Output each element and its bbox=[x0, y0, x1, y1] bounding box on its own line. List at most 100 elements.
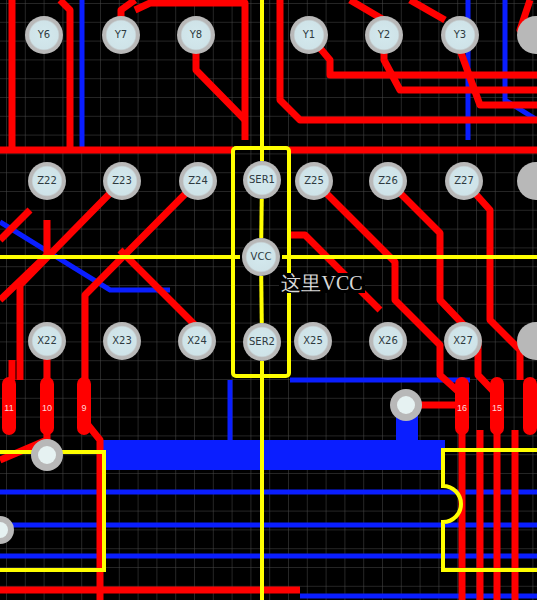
pad: Y2 bbox=[365, 16, 403, 54]
yellow-connector bbox=[259, 199, 264, 238]
red-trace bbox=[410, 0, 445, 20]
pad: Z26 bbox=[369, 162, 407, 200]
pad: Z22 bbox=[28, 162, 66, 200]
red-trace bbox=[0, 210, 30, 240]
red-trace bbox=[135, 3, 245, 140]
pad: Z23 bbox=[103, 162, 141, 200]
red-trace bbox=[0, 147, 233, 154]
pad-label: Y8 bbox=[190, 30, 202, 40]
pad-label: X23 bbox=[112, 336, 132, 346]
pad: VCC bbox=[242, 238, 280, 276]
red-trace bbox=[0, 587, 300, 594]
pad: Z24 bbox=[179, 162, 217, 200]
pad-label: VCC bbox=[251, 252, 272, 262]
via bbox=[390, 389, 422, 421]
pad-label: Y2 bbox=[378, 30, 390, 40]
red-trace bbox=[120, 250, 197, 327]
silkscreen bbox=[260, 361, 264, 600]
smd-pad bbox=[40, 377, 54, 435]
via bbox=[0, 522, 8, 538]
pad-label: Z23 bbox=[112, 176, 132, 186]
blue-trace bbox=[300, 594, 537, 599]
via bbox=[517, 16, 537, 54]
pad: SER1 bbox=[243, 161, 281, 199]
red-trace bbox=[309, 35, 537, 75]
smd-pad bbox=[2, 377, 16, 435]
pad: X25 bbox=[294, 322, 332, 360]
pad-label: SER1 bbox=[249, 175, 275, 185]
pad: X24 bbox=[178, 322, 216, 360]
via bbox=[397, 396, 415, 414]
pad: Y3 bbox=[441, 16, 479, 54]
pad-label: Y3 bbox=[454, 30, 466, 40]
pad-label: X26 bbox=[378, 336, 398, 346]
pin-number: 11 bbox=[3, 404, 14, 413]
pad-label: SER2 bbox=[249, 337, 275, 347]
via bbox=[0, 516, 14, 544]
red-trace bbox=[289, 147, 537, 154]
red-trace bbox=[60, 0, 70, 150]
pad: Y7 bbox=[102, 16, 140, 54]
pad: Y8 bbox=[177, 16, 215, 54]
pad-label: Z26 bbox=[378, 176, 398, 186]
pad-label: Y1 bbox=[303, 30, 315, 40]
pad-label: Y6 bbox=[38, 30, 50, 40]
blue-trace bbox=[80, 0, 85, 150]
note-label: 这里VCC bbox=[279, 273, 364, 293]
silkscreen bbox=[260, 0, 264, 161]
blue-trace bbox=[0, 554, 537, 559]
silkscreen bbox=[282, 255, 537, 259]
pad: X23 bbox=[103, 322, 141, 360]
pad: SER2 bbox=[243, 323, 281, 361]
pad-label: Z22 bbox=[37, 176, 57, 186]
silkscreen bbox=[0, 255, 240, 259]
pad: X27 bbox=[444, 322, 482, 360]
pad: Y1 bbox=[290, 16, 328, 54]
silkscreen bbox=[443, 450, 537, 570]
pin-number: 10 bbox=[41, 404, 53, 413]
pad-label: Y7 bbox=[115, 30, 127, 40]
red-trace bbox=[9, 360, 16, 380]
pad-label: X27 bbox=[453, 336, 473, 346]
silkscreen bbox=[233, 148, 289, 376]
blue-trace bbox=[0, 523, 537, 528]
pin-number: 15 bbox=[491, 404, 503, 413]
red-trace bbox=[84, 420, 100, 600]
via bbox=[0, 16, 537, 544]
pad: X22 bbox=[28, 322, 66, 360]
smd-pad bbox=[2, 377, 537, 435]
pin-number: 16 bbox=[456, 404, 468, 413]
pad: Z25 bbox=[295, 162, 333, 200]
pad-label: X24 bbox=[187, 336, 207, 346]
red-trace bbox=[280, 0, 537, 120]
red-trace bbox=[512, 430, 519, 600]
red-trace bbox=[9, 0, 16, 150]
via bbox=[38, 446, 56, 464]
red-trace bbox=[494, 430, 501, 600]
pad: X26 bbox=[369, 322, 407, 360]
red-trace bbox=[388, 181, 497, 395]
via bbox=[31, 439, 63, 471]
via bbox=[517, 162, 537, 200]
blue-bus bbox=[100, 440, 445, 470]
yellow-connector bbox=[259, 276, 264, 323]
pad-label: Z27 bbox=[454, 176, 474, 186]
via bbox=[517, 322, 537, 360]
pad-label: Z24 bbox=[188, 176, 208, 186]
blue-trace bbox=[228, 380, 233, 440]
smd-pad bbox=[490, 377, 504, 435]
pad-label: Z25 bbox=[304, 176, 324, 186]
smd-pad bbox=[455, 377, 469, 435]
smd-pad bbox=[77, 377, 91, 435]
pad: Z27 bbox=[445, 162, 483, 200]
red-trace bbox=[477, 430, 484, 600]
pin-number: 9 bbox=[80, 404, 87, 413]
smd-pad bbox=[523, 377, 537, 435]
pad: Y6 bbox=[25, 16, 63, 54]
